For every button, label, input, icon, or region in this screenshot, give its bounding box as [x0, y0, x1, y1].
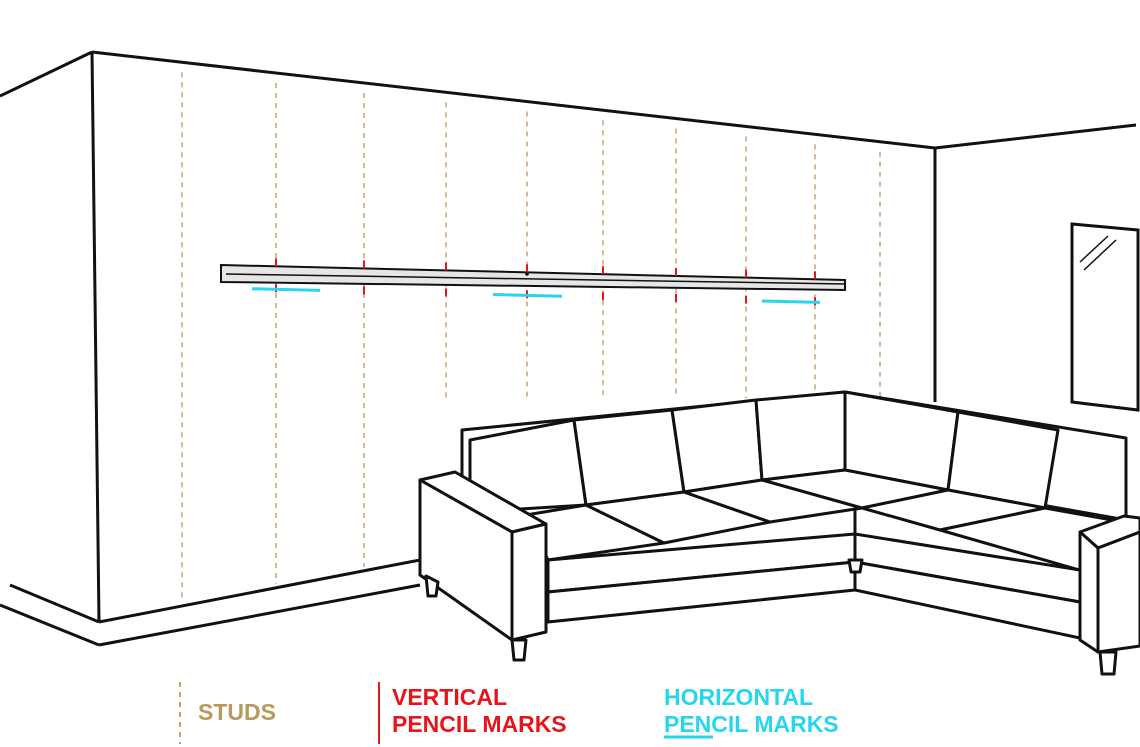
horizontal-pencil-mark — [492, 293, 563, 298]
back-wall-floor-edge — [98, 558, 421, 624]
room-outline — [0, 50, 1137, 647]
back-cushion-4 — [754, 390, 847, 482]
studs-group — [181, 72, 881, 602]
sofa-leg-1 — [424, 574, 440, 598]
vertical-marks-line2: PENCIL MARKS — [392, 711, 567, 737]
back-cushion-2 — [572, 408, 686, 507]
horizontal-pencil-mark — [251, 287, 321, 292]
back-wall-ceiling-edge — [91, 50, 936, 150]
horizontal-pencil-marks — [251, 287, 821, 304]
horizontal-marks-legend-label: HORIZONTAL PENCIL MARKS — [664, 684, 839, 738]
horizontal-marks-underlined: PEN — [664, 711, 712, 737]
mirror-glare-1 — [1079, 235, 1109, 263]
right-arm-front — [1078, 530, 1100, 654]
sectional-sofa — [418, 390, 1140, 676]
left-arm-front — [510, 522, 548, 642]
sofa-leg-2 — [510, 638, 528, 662]
legend-symbols — [179, 682, 713, 744]
mirror — [1070, 222, 1140, 412]
vertical-marks-line1: VERTICAL — [392, 684, 507, 710]
back-cushion-3 — [670, 398, 764, 494]
side-wall-ceiling-edge — [934, 123, 1137, 150]
back-baseboard — [98, 583, 421, 647]
shelf-lip — [225, 273, 846, 285]
horizontal-marks-line1: HORIZONTAL — [664, 684, 814, 710]
shelf-body — [220, 263, 846, 292]
shelf-center-dot — [525, 272, 529, 276]
left-wall-floor-edge — [9, 583, 100, 624]
sofa-leg-4 — [1098, 650, 1118, 676]
horizontal-marks-line2: PENCIL MARKS — [664, 711, 839, 738]
vertical-marks-legend-label: VERTICAL PENCIL MARKS — [392, 684, 567, 738]
right-arm-side — [1096, 530, 1140, 654]
picture-ledge-shelf — [220, 263, 846, 292]
horizontal-marks-rest: CIL MARKS — [711, 711, 839, 737]
left-wall-top-edge — [0, 50, 93, 98]
mirror-frame — [1070, 222, 1140, 412]
horizontal-pencil-mark — [761, 299, 821, 304]
wall-left-corner — [90, 51, 101, 623]
left-baseboard — [0, 603, 100, 647]
sofa-leg-3 — [847, 558, 864, 574]
studs-legend-label: STUDS — [198, 699, 276, 725]
mirror-glare-2 — [1083, 239, 1117, 271]
